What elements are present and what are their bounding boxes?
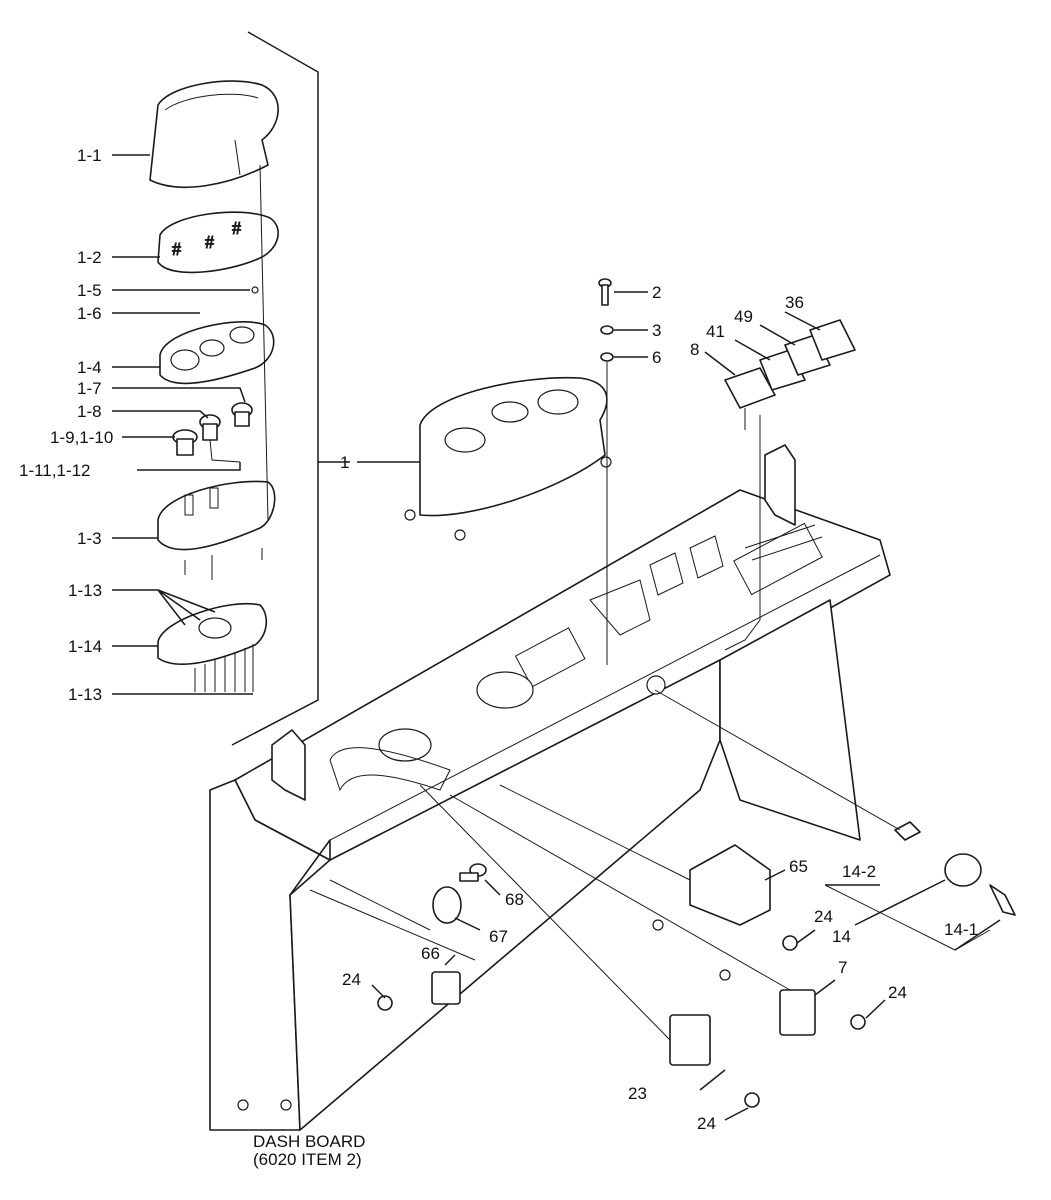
part-7-relay: [779, 989, 816, 1036]
label-66: 66: [421, 944, 440, 963]
label-1-8: 1-8: [77, 402, 102, 421]
part-66-relay: [431, 971, 461, 1005]
label-1-5: 1-5: [77, 281, 102, 300]
caption-line-2: (6020 ITEM 2): [253, 1150, 362, 1169]
part-68-bolt: [459, 863, 487, 882]
label-24-bottom: 24: [697, 1114, 716, 1133]
label-1-2: 1-2: [77, 248, 102, 267]
label-8: 8: [690, 340, 699, 359]
part-67-buzzer: [432, 886, 462, 924]
part-1-2-lens: # # #: [157, 211, 279, 274]
part-3-washer: [600, 325, 614, 335]
label-1-13-top: 1-13: [68, 581, 102, 600]
label-14-1: 14-1: [944, 920, 978, 939]
leader-lines: [112, 154, 1001, 1121]
label-41: 41: [706, 322, 725, 341]
part-23-relay: [669, 1014, 711, 1066]
label-6: 6: [652, 348, 661, 367]
dash-board-caption: DASH BOARD (6020 ITEM 2): [253, 1132, 365, 1169]
label-49: 49: [734, 307, 753, 326]
cluster-bracket: [231, 31, 350, 746]
part-2-screw: [598, 278, 612, 306]
part-65-controller: [689, 844, 771, 926]
label-24-left: 24: [342, 970, 361, 989]
svg-text:#: #: [232, 218, 241, 238]
part-1-14-circuit-plate: [157, 602, 268, 692]
part-gauges: [172, 402, 253, 463]
label-3: 3: [652, 321, 661, 340]
label-24-right: 24: [888, 983, 907, 1002]
label-14-2: 14-2: [842, 862, 876, 881]
dash-board-panel: [209, 444, 891, 1131]
label-67: 67: [489, 927, 508, 946]
label-1-6: 1-6: [77, 304, 102, 323]
label-65: 65: [789, 857, 808, 876]
label-14: 14: [832, 927, 851, 946]
part-switches: [724, 319, 856, 651]
part-24-bolts: [377, 935, 866, 1108]
label-1-7: 1-7: [77, 379, 102, 398]
label-1-1: 1-1: [77, 146, 102, 165]
label-24-mid: 24: [814, 907, 833, 926]
svg-text:#: #: [205, 232, 214, 252]
label-1: 1: [340, 453, 349, 472]
svg-text:#: #: [172, 239, 181, 259]
label-1-13-bottom: 1-13: [68, 685, 102, 704]
label-1-14: 1-14: [68, 637, 102, 656]
part-1-1-bezel: [149, 80, 279, 189]
part-14-key-switch: [894, 821, 1016, 916]
part-1-3-housing: [157, 480, 276, 580]
component-guide-lines: [309, 689, 991, 1041]
label-7: 7: [838, 958, 847, 977]
label-23: 23: [628, 1084, 647, 1103]
part-1-5: [251, 286, 259, 294]
part-1-instrument-cluster: [404, 376, 612, 541]
part-6-washer: [600, 352, 614, 362]
part-labels: 1-1 1-2 1-5 1-6 1-4 1-7 1-8 1-9,1-10 1-1…: [19, 146, 978, 1133]
part-1-4-dial-plate: [159, 321, 275, 385]
label-1-3: 1-3: [77, 529, 102, 548]
label-1-4: 1-4: [77, 358, 102, 377]
caption-line-1: DASH BOARD: [253, 1132, 365, 1151]
label-1-9-1-10: 1-9,1-10: [50, 428, 113, 447]
label-36: 36: [785, 293, 804, 312]
label-68: 68: [505, 890, 524, 909]
label-2: 2: [652, 283, 661, 302]
label-1-11-1-12: 1-11,1-12: [19, 461, 91, 480]
alignment-line: [259, 164, 269, 521]
